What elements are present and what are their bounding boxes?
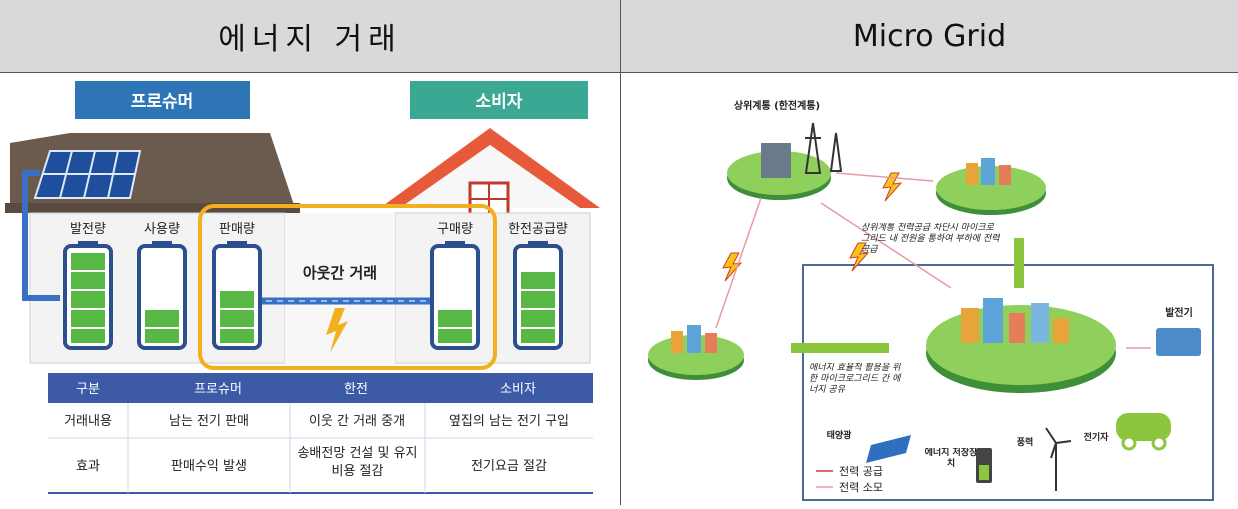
- storage-label: 에너지 저장장치: [924, 448, 978, 469]
- neighbor-trade-frame: [198, 204, 497, 370]
- generator-label: 발전기: [1165, 306, 1193, 319]
- table-cell: 거래내용: [64, 414, 112, 429]
- table-cell: 남는 전기 판매: [169, 414, 249, 429]
- table-cell: 전기요금 절감: [471, 459, 547, 474]
- micro-grid-diagram: 상위계통 (한전계통): [621, 73, 1238, 505]
- energy-trade-diagram: 프로슈머 소비자: [0, 73, 620, 505]
- share-note: 에너지 효율적 활용을 위한 마이크로그리드 간 에너지 공유: [809, 363, 901, 395]
- table-header: 구분: [76, 382, 100, 397]
- table-cell: 옆집의 남는 전기 구입: [449, 414, 569, 429]
- wind-label: 풍력: [1017, 436, 1034, 448]
- solar-label: 태양광: [827, 429, 853, 441]
- table-cell: 판매수익 발생: [171, 459, 247, 474]
- prosumer-label: 프로슈머: [131, 92, 194, 112]
- battery-label-purchase: 구매량: [437, 222, 473, 237]
- generator-icon: [1156, 328, 1201, 356]
- legend-consume: 전력 소모: [839, 481, 883, 494]
- blackout-note: 상위계통 전력공급 차단시 마이크로그리드 내 전원을 통하여 부하에 전력 공…: [861, 223, 1000, 255]
- consumer-roof: [380, 128, 600, 208]
- microgrid-island-top: [936, 166, 1046, 210]
- battery-generation: 발전량: [63, 222, 113, 350]
- battery-purchase: 구매량: [430, 222, 480, 350]
- table-cell: 송배전망 건설 및 유지비용 절감: [297, 446, 418, 479]
- table-header: 프로슈머: [194, 382, 242, 397]
- header-micro-grid: Micro Grid: [621, 0, 1238, 73]
- battery-kepco-supply: 한전공급량: [508, 222, 568, 350]
- table-header: 한전: [344, 382, 368, 397]
- lightning-icon: [722, 252, 743, 282]
- battery-label-usage: 사용량: [144, 222, 180, 237]
- lightning-icon: [849, 242, 870, 272]
- solar-icon: [866, 435, 911, 463]
- ev-label: 전기자: [1084, 431, 1110, 443]
- table-cell: 효과: [76, 459, 100, 474]
- grid-label: 상위계통 (한전계통): [734, 99, 820, 112]
- lightning-icon: [326, 308, 348, 353]
- table-cell: 이웃 간 거래 중개: [309, 414, 405, 429]
- battery-label-generation: 발전량: [70, 222, 106, 237]
- battery-usage: 사용량: [137, 222, 187, 350]
- battery-label-sale: 판매량: [219, 222, 255, 237]
- table-header: 소비자: [500, 382, 536, 397]
- lightning-icon: [882, 172, 903, 202]
- header-energy-trade: 에너지 거래: [0, 0, 620, 73]
- consumer-label-box: [410, 81, 588, 119]
- battery-label-kepco: 한전공급량: [508, 222, 568, 237]
- solar-panel-icon: [33, 150, 142, 199]
- legend-supply: 전력 공급: [839, 465, 883, 478]
- transmission-tower-icon: [804, 122, 822, 174]
- prosumer-label-box: [75, 81, 250, 119]
- neighbor-trade-label: 아웃간 거래: [303, 264, 377, 282]
- ev-icon: [1116, 413, 1171, 441]
- battery-sale: 판매량: [212, 222, 262, 350]
- consumer-label: 소비자: [476, 92, 523, 112]
- trade-summary-table: 구분 프로슈머 한전 소비자 거래내용 남는 전기 판매 이웃 간 거래 중개 …: [48, 373, 593, 494]
